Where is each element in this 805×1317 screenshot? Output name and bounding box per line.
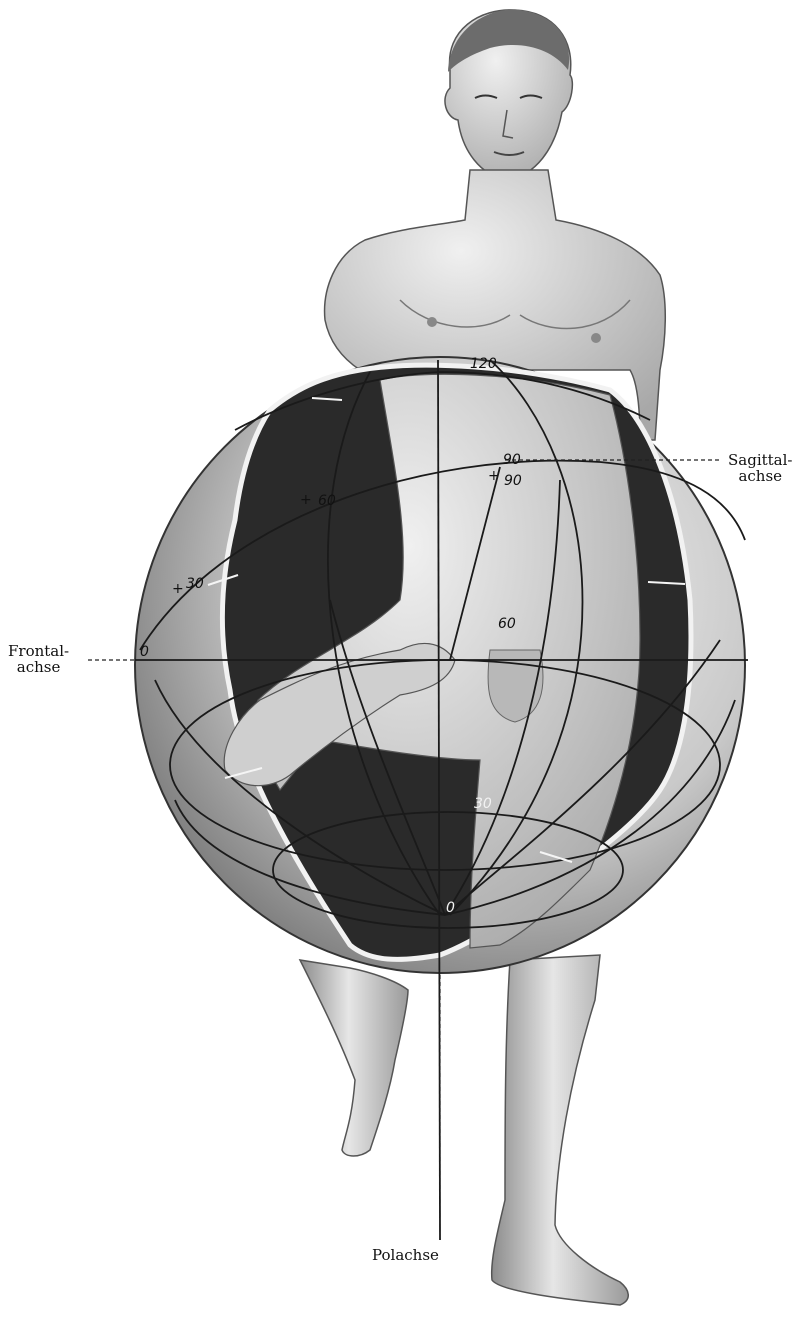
frontal-label-line2: achse <box>8 659 69 675</box>
figure-head <box>445 10 572 180</box>
frontal-label-line1: Frontal- <box>8 643 69 659</box>
scale-number-30-lower: 30 <box>474 796 492 812</box>
figure-raised-foot <box>300 960 408 1156</box>
scale-number-60-left: + <box>300 492 312 508</box>
scale-plus-90: + <box>488 468 500 484</box>
scale-number-30-left: 30 <box>186 576 204 592</box>
joint-sphere: 120 90 90 + 60 + 60 + 30 30 0 0 <box>135 356 748 1240</box>
scale-number-0-pole: 0 <box>446 900 455 916</box>
scale-number-90-lower: 90 <box>504 473 522 489</box>
sagittal-axis-label: Sagittal- achse <box>728 452 792 484</box>
scale-number-60-right: 60 <box>498 616 516 632</box>
scale-plus-30: + <box>172 581 184 597</box>
figure-standing-leg <box>492 955 629 1305</box>
scale-number-60-upper: 60 <box>318 493 336 509</box>
scale-number-0-left: 0 <box>140 644 149 660</box>
polar-axis-label: Polachse <box>372 1247 439 1263</box>
frontal-axis-label: Frontal- achse <box>8 643 69 675</box>
scale-number-120: 120 <box>470 356 497 372</box>
polar-label-text: Polachse <box>372 1247 439 1263</box>
sagittal-label-line2: achse <box>728 468 792 484</box>
sagittal-label-line1: Sagittal- <box>728 452 792 468</box>
